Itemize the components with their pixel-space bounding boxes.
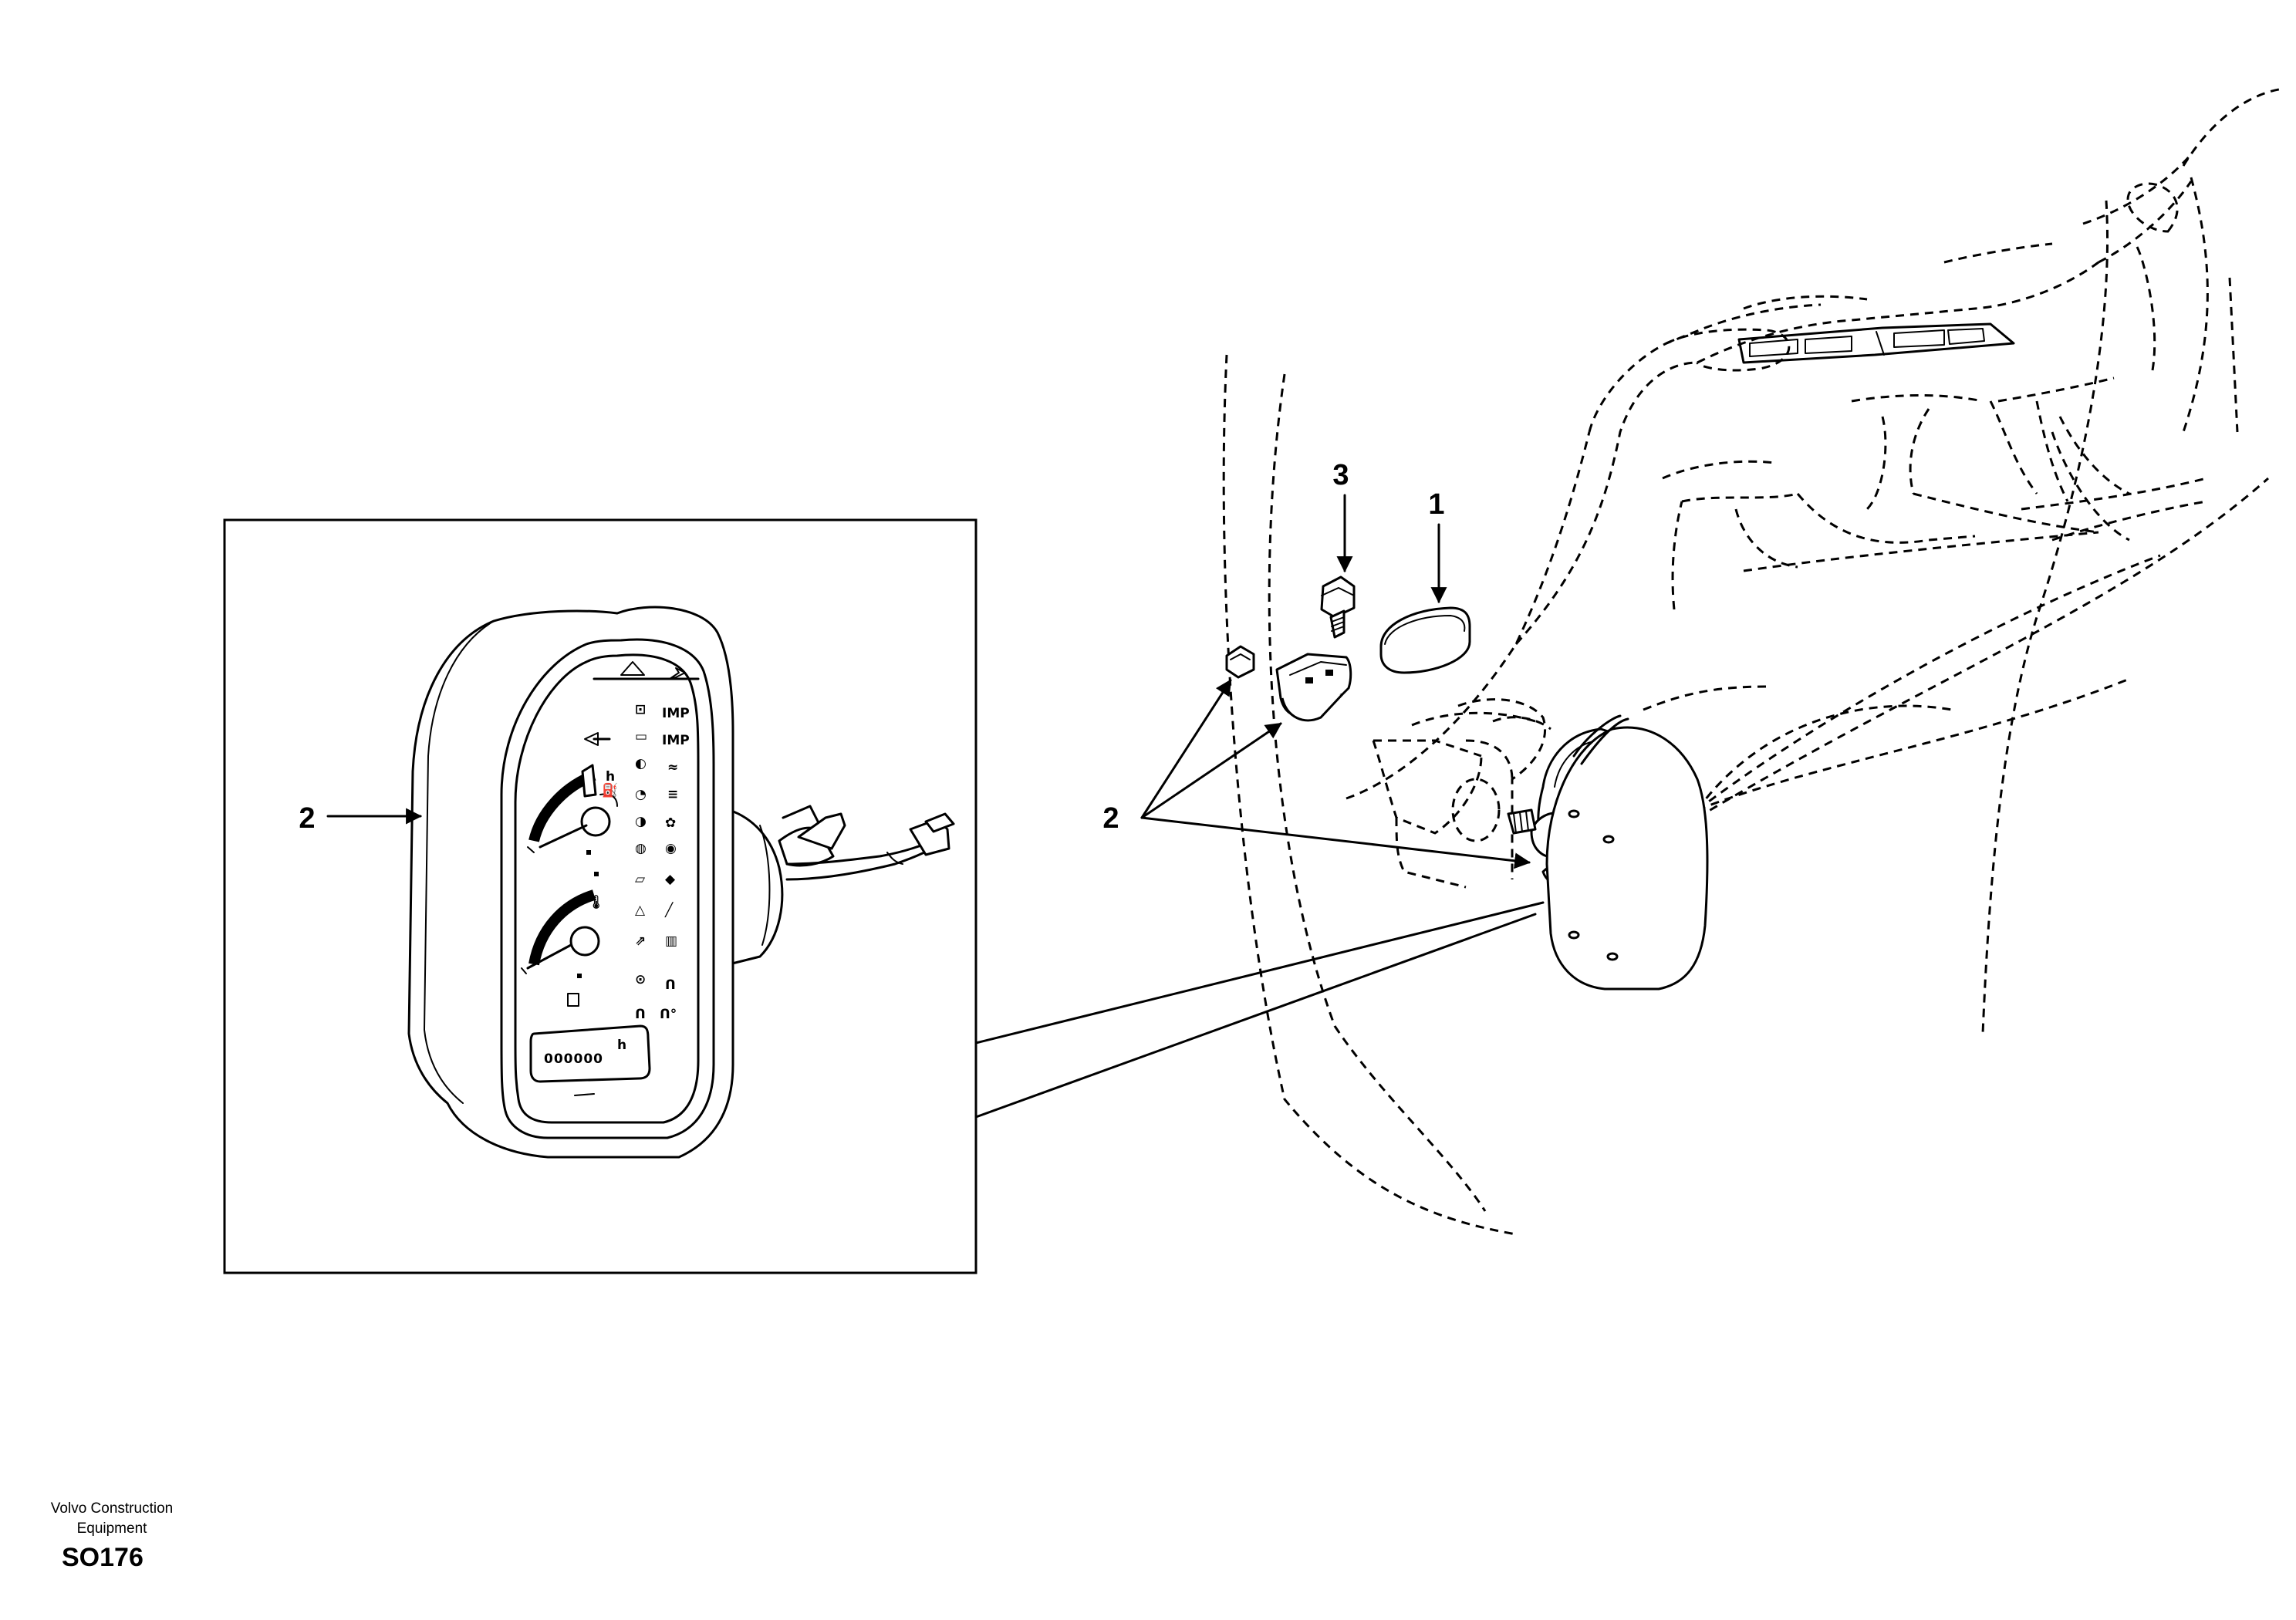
svg-text:ꓵ: ꓵ bbox=[665, 977, 676, 993]
console-panel bbox=[1737, 322, 2015, 364]
svg-text:ꓵ: ꓵ bbox=[635, 1007, 646, 1022]
callout-part-2-main: 2 bbox=[1102, 679, 1531, 869]
svg-text:◐: ◐ bbox=[635, 756, 647, 771]
svg-text:◔: ◔ bbox=[635, 787, 647, 802]
hour-meter-unit: h bbox=[617, 1038, 626, 1053]
callout-part-1: 1 bbox=[1428, 488, 1447, 604]
svg-text:▱: ▱ bbox=[635, 872, 646, 887]
brand-line-1: Volvo Construction bbox=[50, 1500, 174, 1517]
part-2-bracket bbox=[1275, 653, 1352, 722]
part-2-nut bbox=[1225, 645, 1255, 679]
svg-text:⇗: ⇗ bbox=[635, 933, 646, 949]
svg-text:≈: ≈ bbox=[667, 760, 678, 775]
callout-part-2-detail: 2 bbox=[299, 802, 423, 835]
callout-2-main-label: 2 bbox=[1102, 802, 1119, 835]
svg-text:✿: ✿ bbox=[665, 815, 676, 831]
part-1-plug bbox=[1379, 606, 1471, 674]
drawing-code: SO176 bbox=[62, 1543, 144, 1572]
svg-text:△: △ bbox=[635, 903, 646, 918]
brand-line-2: Equipment bbox=[76, 1520, 147, 1537]
svg-text:◍: ◍ bbox=[635, 841, 647, 856]
svg-text:◉: ◉ bbox=[665, 841, 677, 856]
svg-text:◆: ◆ bbox=[665, 872, 676, 887]
svg-text:⊙: ⊙ bbox=[635, 972, 646, 987]
hour-meter-digits: 000000 bbox=[544, 1051, 603, 1067]
indicator-lamps: ⊡ IMP ▭ IMP ◐ ≈ ◔ ≡ ◑ ✿ ◍ ◉ ▱ ◆ △ ╱ ⇗ ▥ … bbox=[635, 702, 690, 1022]
callout-2-detail-label: 2 bbox=[299, 802, 315, 835]
gauge-assembly-detail: ⛽ h 🌡 000000 h ⊡ IMP ▭ IMP bbox=[407, 606, 955, 1159]
svg-text:IMP: IMP bbox=[662, 706, 690, 721]
gauge-upper-h-label: h bbox=[606, 769, 615, 785]
gauge-dial-lower: 🌡 bbox=[521, 872, 605, 978]
svg-text:⊡: ⊡ bbox=[635, 702, 646, 717]
part-3-screw bbox=[1320, 575, 1356, 639]
svg-text:≡: ≡ bbox=[667, 787, 678, 802]
hour-meter: 000000 h bbox=[529, 993, 651, 1096]
svg-text:⛽: ⛽ bbox=[602, 782, 618, 798]
machine-frame-outline bbox=[1222, 87, 2284, 1236]
detail-leader-lines bbox=[974, 901, 1545, 1119]
gauge-installed bbox=[1507, 714, 1709, 991]
svg-text:ꓵ°: ꓵ° bbox=[660, 1007, 677, 1022]
svg-text:IMP: IMP bbox=[662, 733, 690, 748]
svg-text:╱: ╱ bbox=[664, 902, 674, 918]
svg-text:▭: ▭ bbox=[635, 729, 647, 744]
svg-text:▥: ▥ bbox=[665, 933, 677, 949]
callout-1-label: 1 bbox=[1428, 488, 1444, 521]
callout-3-label: 3 bbox=[1332, 459, 1349, 491]
detail-frame bbox=[223, 518, 977, 1274]
callout-part-3: 3 bbox=[1332, 459, 1353, 573]
svg-text:🌡: 🌡 bbox=[588, 894, 605, 910]
gauge-dial-upper: ⛽ h bbox=[527, 764, 618, 855]
svg-text:◑: ◑ bbox=[635, 814, 647, 829]
